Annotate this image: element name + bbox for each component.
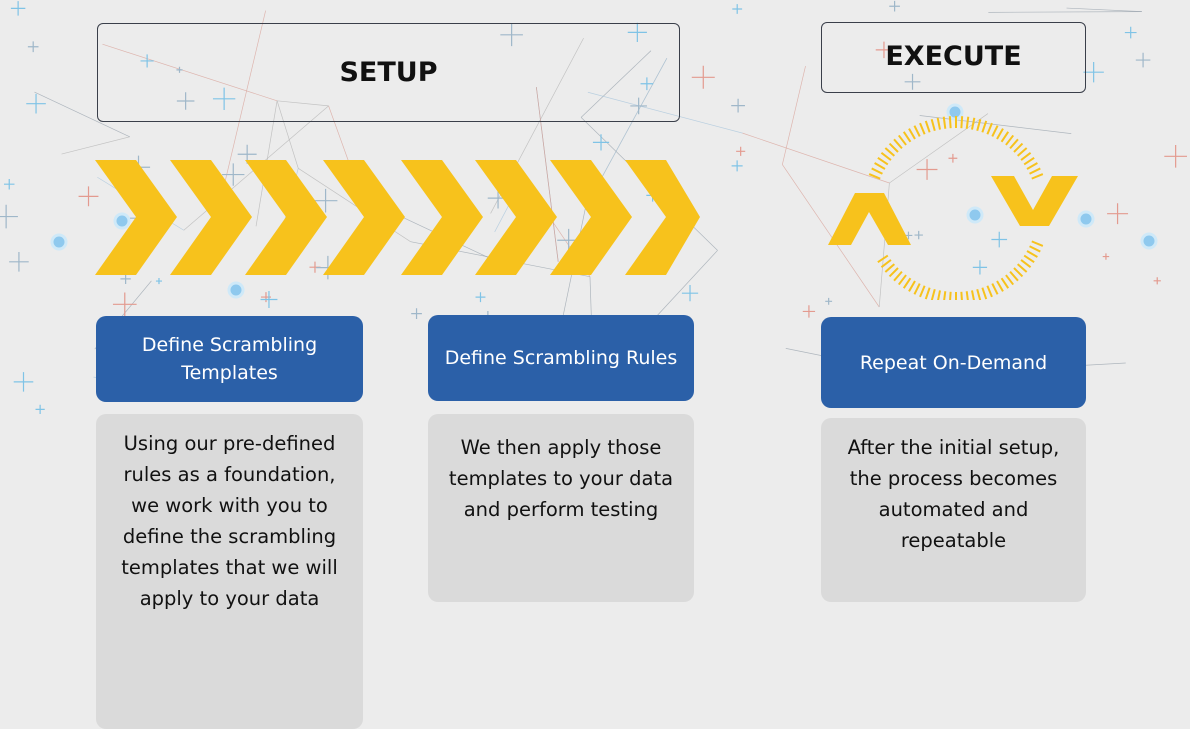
step-rules-title: Define Scrambling Rules (444, 347, 678, 369)
execute-phase-label: EXECUTE (885, 41, 1022, 72)
setup-phase-frame: SETUP (97, 23, 680, 122)
step-template-title: Define Scrambling Templates (141, 334, 318, 384)
step-repeat-description-card: After the initial setup, the process bec… (821, 418, 1086, 602)
execute-phase-frame: EXECUTE (821, 22, 1086, 93)
step-rules-description-card: We then apply those templates to your da… (428, 414, 694, 602)
refresh-cycle-icon (828, 116, 1078, 300)
chevron-right-icon (625, 160, 700, 275)
setup-phase-label: SETUP (339, 57, 438, 88)
chevron-right-icon (95, 160, 700, 275)
step-repeat-description: After the initial setup, the process bec… (847, 436, 1060, 552)
step-rules-description: We then apply those templates to your da… (448, 436, 674, 521)
chevron-right-icon (475, 160, 557, 275)
step-template-description: Using our pre-defined rules as a foundat… (121, 432, 338, 610)
step-template-header: Define Scrambling Templates (96, 316, 363, 402)
arrow-down-icon (991, 176, 1078, 226)
step-repeat-header: Repeat On-Demand (821, 317, 1086, 408)
arrow-up-icon (828, 193, 911, 245)
step-template-description-card: Using our pre-defined rules as a foundat… (96, 414, 363, 729)
step-repeat-title: Repeat On-Demand (859, 351, 1048, 374)
chevron-right-icon (245, 160, 327, 275)
chevron-right-icon (401, 160, 483, 275)
step-rules-header: Define Scrambling Rules (428, 315, 694, 401)
chevron-right-icon (550, 160, 632, 275)
chevron-right-icon (95, 160, 177, 275)
chevron-right-icon (170, 160, 252, 275)
chevron-right-icon (323, 160, 405, 275)
